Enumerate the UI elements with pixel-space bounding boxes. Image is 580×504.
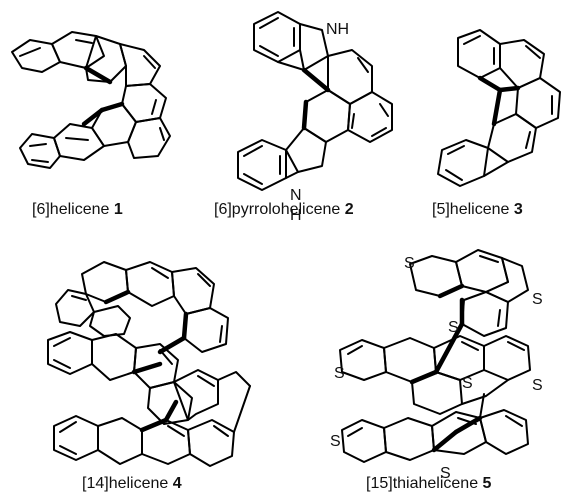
- structure-6-helicene: [11, 31, 171, 169]
- compound-number: 1: [113, 201, 123, 218]
- caption-text: [15]thiahelicene: [366, 475, 483, 492]
- caption-compound-5: [15]thiahelicene 5: [366, 475, 491, 493]
- caption-compound-2: [6]pyrrolohelicene 2: [214, 201, 354, 219]
- atom-s-7: S: [330, 433, 341, 450]
- caption-compound-3: [5]helicene 3: [432, 201, 523, 219]
- compound-number: 2: [344, 201, 354, 218]
- atom-s-6: S: [532, 377, 543, 394]
- atom-s-8: S: [440, 465, 451, 482]
- caption-compound-1: [6]helicene 1: [32, 201, 123, 219]
- compound-number: 5: [482, 475, 492, 492]
- structure-15-thiahelicene: S S S S S S S S: [330, 249, 543, 482]
- caption-text: [5]helicene: [432, 201, 514, 218]
- caption-text: [14]helicene: [82, 475, 173, 492]
- structure-6-pyrrolohelicene: NH N H: [237, 11, 393, 224]
- structure-14-helicene: [47, 261, 251, 467]
- atom-s-5: S: [462, 375, 473, 392]
- structure-5-helicene: [437, 29, 561, 187]
- atom-nh-top: NH: [326, 21, 349, 38]
- caption-text: [6]pyrrolohelicene: [214, 201, 345, 218]
- atom-s-1: S: [404, 255, 415, 272]
- caption-text: [6]helicene: [32, 201, 114, 218]
- atom-s-4: S: [334, 365, 345, 382]
- atom-n-bottom: N: [290, 187, 302, 204]
- atom-s-3: S: [448, 319, 459, 336]
- caption-compound-4: [14]helicene 4: [82, 475, 182, 493]
- atom-s-2: S: [532, 291, 543, 308]
- compound-number: 3: [513, 201, 523, 218]
- atom-h-bottom: H: [290, 207, 302, 224]
- compound-number: 4: [172, 475, 182, 492]
